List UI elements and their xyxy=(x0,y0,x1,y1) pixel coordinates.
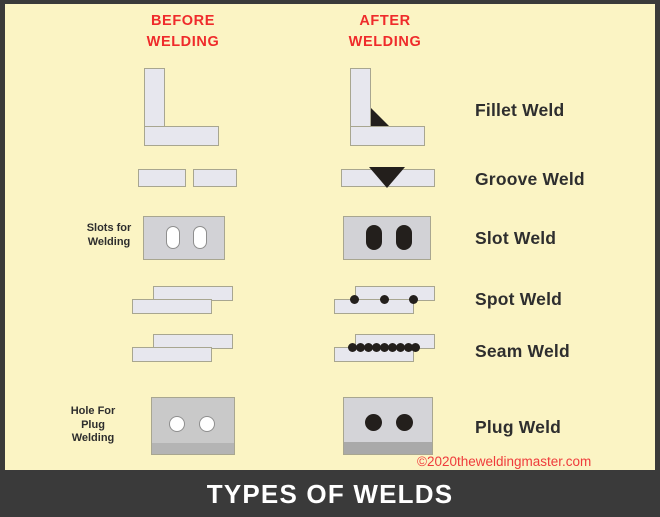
label-fillet-weld: Fillet Weld xyxy=(475,100,565,120)
label-seam-weld: Seam Weld xyxy=(475,341,570,361)
label-plug-weld: Plug Weld xyxy=(475,417,562,437)
plug-after-weld-1 xyxy=(365,414,382,431)
plug-after-plate-edge xyxy=(344,442,432,454)
seam-before-bottom-plate xyxy=(132,347,212,362)
plug-before-hole-2 xyxy=(199,416,215,432)
slot-after-weld-1 xyxy=(366,225,382,250)
fillet-after-horizontal-plate xyxy=(350,126,425,146)
label-groove-weld: Groove Weld xyxy=(475,169,585,189)
spot-before-bottom-plate xyxy=(132,299,212,314)
slot-after-plate xyxy=(343,216,431,260)
slot-before-opening-2 xyxy=(193,226,207,249)
label-slot-weld: Slot Weld xyxy=(475,228,557,248)
note-plug-line3: Welding xyxy=(71,432,115,444)
slot-before-plate xyxy=(143,216,225,260)
column-header-before-line1: BEFORE xyxy=(150,13,216,29)
seam-after-weld-dot xyxy=(356,343,365,352)
groove-before-plate-right xyxy=(193,169,237,187)
plug-before-hole-1 xyxy=(169,416,185,432)
diagram-canvas: BEFORE WELDING AFTER WELDING Fillet Weld xyxy=(5,4,655,470)
fillet-before-vertical-plate xyxy=(144,68,165,130)
column-header-after-line2: WELDING xyxy=(348,34,422,50)
column-header-after: AFTER WELDING xyxy=(305,11,465,53)
column-header-after-line1: AFTER xyxy=(359,13,411,29)
fillet-before-horizontal-plate xyxy=(144,126,219,146)
plug-before-plate-edge xyxy=(152,443,234,454)
groove-after-weld-bead xyxy=(369,167,405,188)
footer-bar: TYPES OF WELDS xyxy=(0,472,660,517)
seam-after-weld-dot xyxy=(404,343,413,352)
fillet-after-weld-bead xyxy=(371,108,389,126)
note-slots-line1: Slots for xyxy=(86,222,132,234)
column-header-before: BEFORE WELDING xyxy=(103,11,263,53)
footer-title: TYPES OF WELDS xyxy=(206,479,454,509)
spot-after-bottom-plate xyxy=(334,299,414,314)
spot-after-weld-dot xyxy=(409,295,418,304)
copyright-text: ©2020theweldingmaster.com xyxy=(417,454,592,469)
seam-after-weld-dot xyxy=(364,343,373,352)
note-plug-line1: Hole For xyxy=(70,405,116,417)
groove-before-plate-left xyxy=(138,169,186,187)
fillet-after-vertical-plate xyxy=(350,68,371,130)
note-hole-for-plug-welding: Hole For Plug Welding xyxy=(45,405,141,446)
plug-after-weld-2 xyxy=(396,414,413,431)
seam-after-weld-dot xyxy=(348,343,357,352)
seam-after-weld-dot xyxy=(380,343,389,352)
note-slots-for-welding: Slots for Welding xyxy=(61,222,157,249)
seam-after-weld-dot xyxy=(411,343,420,352)
spot-after-weld-dot xyxy=(380,295,389,304)
note-slots-line2: Welding xyxy=(87,235,131,248)
note-plug-line2: Plug xyxy=(81,418,105,431)
seam-after-weld-dot xyxy=(372,343,381,352)
slot-after-weld-2 xyxy=(396,225,412,250)
seam-after-weld-dot xyxy=(396,343,405,352)
seam-after-weld-dot xyxy=(388,343,397,352)
slot-before-opening-1 xyxy=(166,226,180,249)
label-spot-weld: Spot Weld xyxy=(475,289,563,309)
column-header-before-line2: WELDING xyxy=(146,34,220,50)
spot-after-weld-dot xyxy=(350,295,359,304)
